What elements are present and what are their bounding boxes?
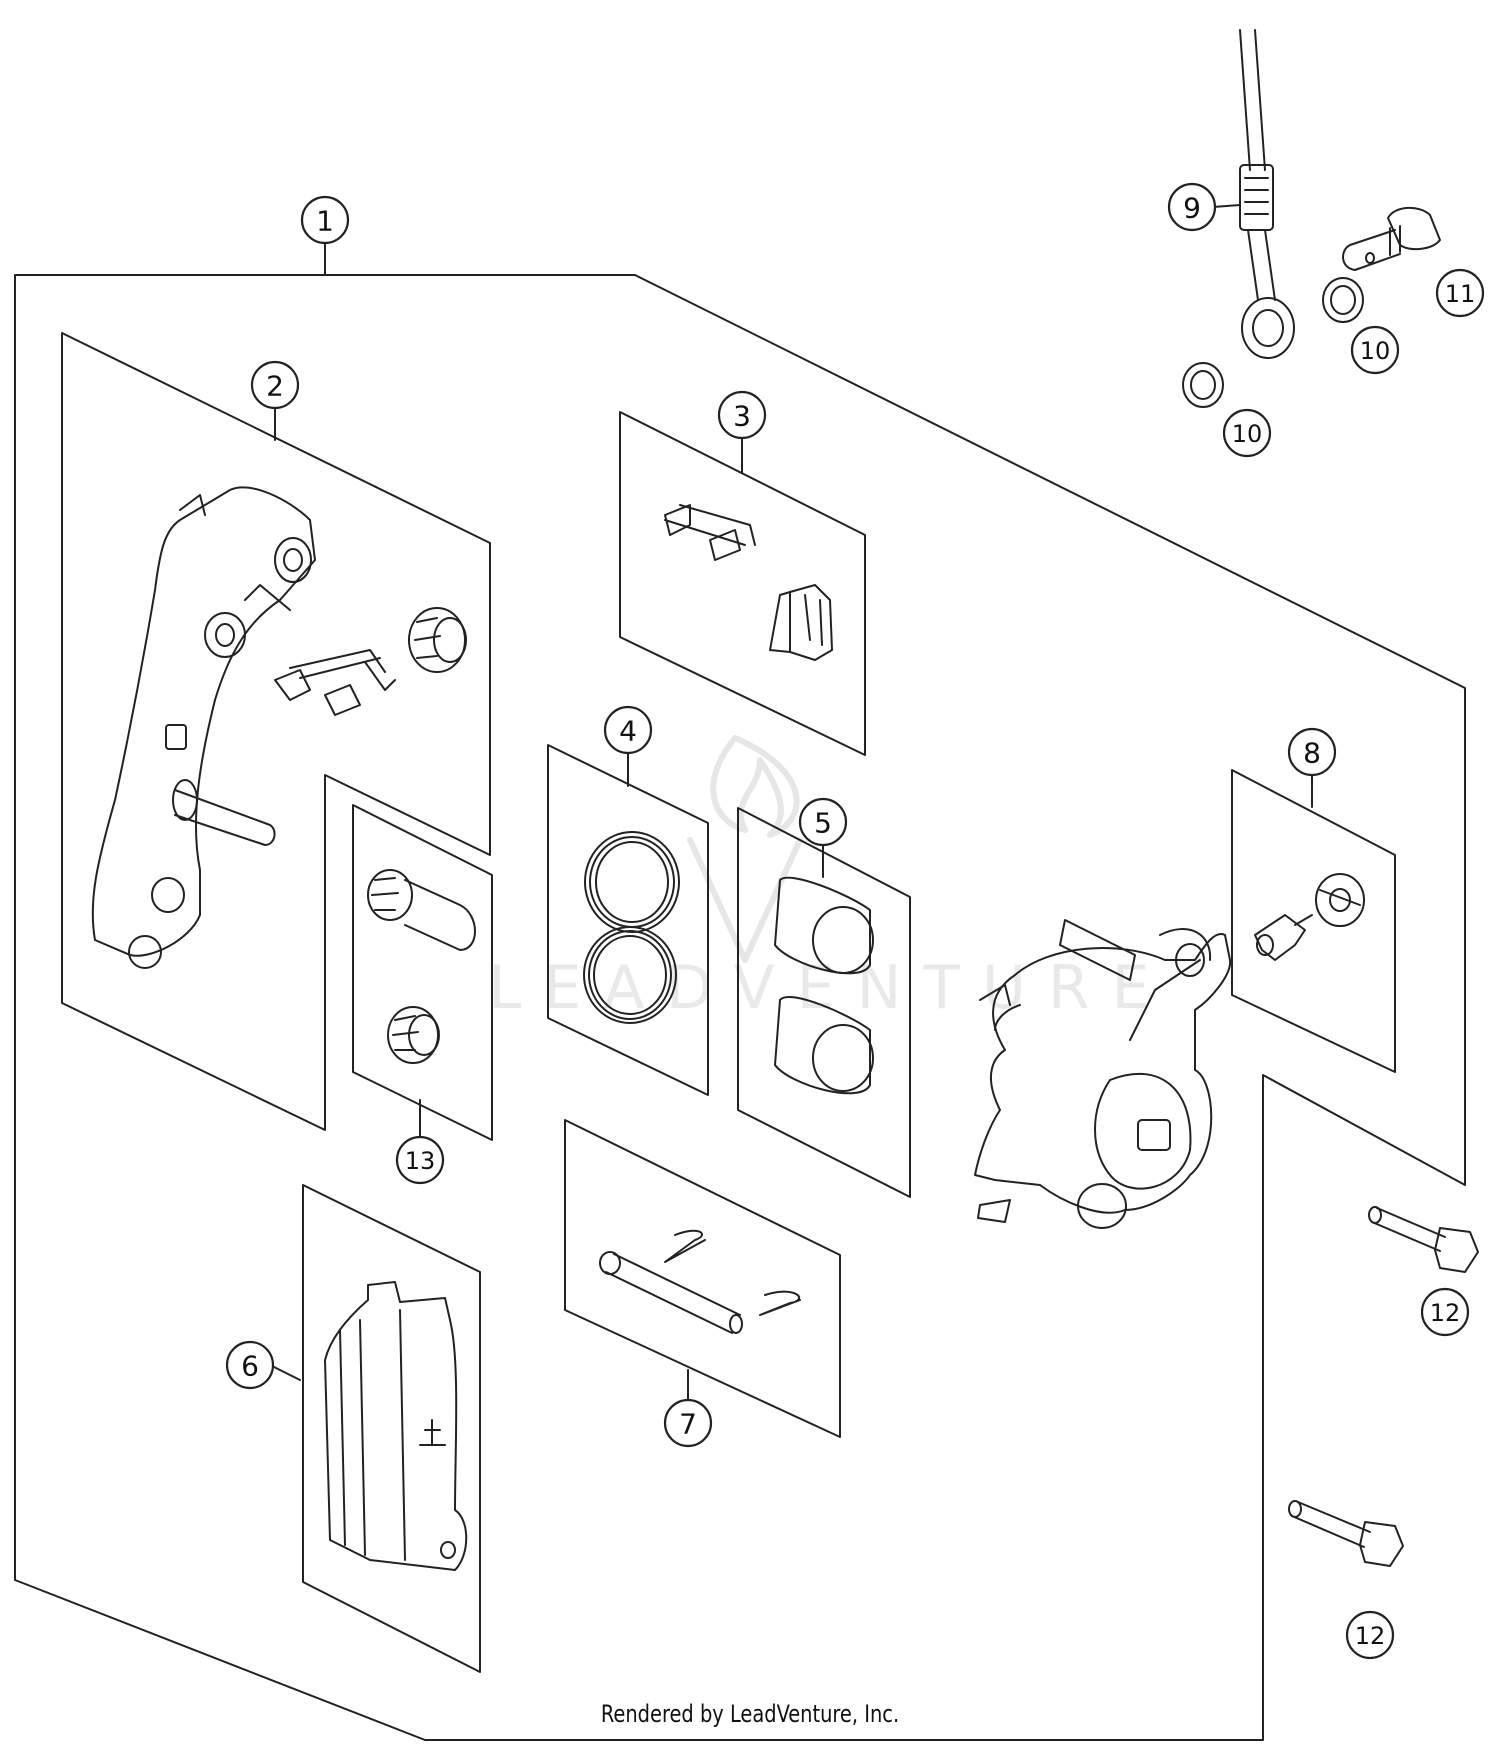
- watermark-text: LEADVENTURE: [488, 953, 1172, 1023]
- spring-clip-icon: [274, 649, 396, 716]
- piston-icon: [774, 996, 874, 1095]
- r-clip-icon: [664, 1229, 706, 1263]
- callout-13-label: 13: [405, 1147, 436, 1175]
- r-clip-icon: [759, 1290, 801, 1316]
- boot-grommet-icon: [408, 607, 467, 673]
- callout-6-label: 6: [241, 1350, 259, 1383]
- spring-clip-icon: [664, 504, 756, 561]
- callout-10a-circle: [1350, 325, 1400, 375]
- callout-5-circle: [798, 797, 848, 847]
- watermark-logo-icon: [687, 735, 803, 963]
- callout-7-label: 7: [679, 1408, 697, 1441]
- callout-7-circle: [663, 1398, 713, 1448]
- callout-6-leader: [269, 1364, 301, 1381]
- callout-3-label: 3: [733, 400, 751, 433]
- boot-grommet-icon: [387, 1006, 440, 1064]
- sealing-washer-icon: [1182, 362, 1224, 408]
- callout-12a-circle: [1420, 1287, 1470, 1337]
- callout-4-circle: [603, 705, 653, 755]
- banjo-bolt-icon: [1342, 206, 1441, 271]
- callout-10a-label: 10: [1360, 337, 1391, 365]
- callout-9-label: 9: [1183, 192, 1201, 225]
- brake-hose-icon: [1239, 29, 1295, 359]
- callout-10b-label: 10: [1232, 420, 1263, 448]
- caliper-bolt-icon: [1288, 1500, 1404, 1567]
- seal-ring-icon: [584, 831, 680, 933]
- pad-retainer-clip-icon: [769, 584, 833, 661]
- brake-pad-icon: [324, 1281, 468, 1571]
- group-8-panel: [1231, 769, 1396, 1073]
- callout-9-circle: [1167, 182, 1217, 232]
- group-5-panel: [737, 807, 911, 1198]
- caliper-bolt-icon: [1368, 1206, 1479, 1273]
- assembly-1-outline: [14, 274, 1466, 1741]
- group-4-panel: [547, 744, 709, 1096]
- group-2-panel: [61, 332, 491, 1131]
- callout-6-circle: [225, 1340, 275, 1390]
- piston-icon: [774, 876, 874, 975]
- caliper-bracket-icon: [91, 486, 316, 969]
- callout-12a-label: 12: [1430, 1299, 1461, 1327]
- callout-5-label: 5: [814, 807, 832, 840]
- callout-13-circle: [395, 1135, 445, 1185]
- pin-icon: [599, 1251, 743, 1334]
- callout-2-circle: [250, 360, 300, 410]
- callout-10b-circle: [1222, 408, 1272, 458]
- callout-2-label: 2: [266, 370, 284, 403]
- callout-4-label: 4: [619, 715, 637, 748]
- callout-8-label: 8: [1303, 737, 1321, 770]
- group-13-panel: [352, 804, 493, 1141]
- callout-3-circle: [717, 390, 767, 440]
- footer-credit: Rendered by LeadVenture, Inc.: [600, 1700, 900, 1728]
- seal-ring-icon: [583, 926, 677, 1024]
- dust-cap-icon: [1315, 873, 1365, 927]
- callout-1-circle: [300, 195, 350, 245]
- pin-bolt-icon: [367, 869, 476, 951]
- callout-12b-label: 12: [1355, 1622, 1386, 1650]
- callout-8-circle: [1287, 727, 1337, 777]
- group-7-panel: [564, 1119, 841, 1438]
- callout-11-label: 11: [1445, 280, 1476, 308]
- callout-1-label: 1: [316, 205, 334, 238]
- group-6-panel: [302, 1184, 481, 1673]
- group-3-panel: [619, 411, 866, 756]
- sealing-washer-icon: [1322, 277, 1364, 323]
- callout-9-leader: [1212, 204, 1241, 208]
- callout-11-circle: [1435, 268, 1485, 318]
- brake-caliper-icon: [974, 919, 1232, 1229]
- callout-12b-circle: [1345, 1610, 1395, 1660]
- bleeder-valve-icon: [1254, 914, 1313, 961]
